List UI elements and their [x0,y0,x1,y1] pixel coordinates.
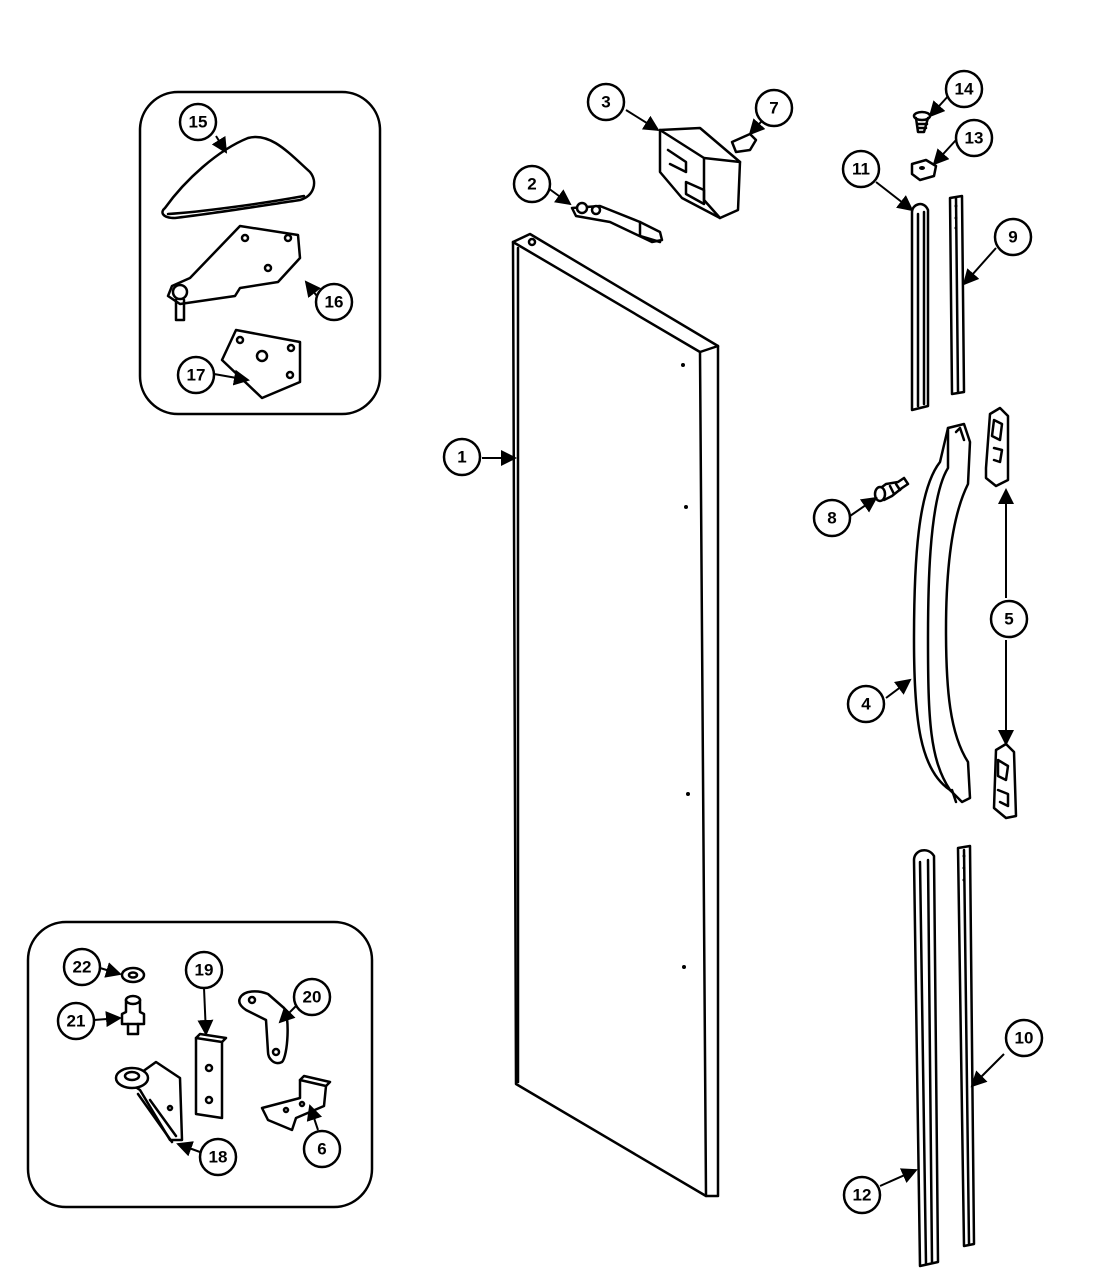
callout-11-label: 11 [852,160,870,179]
inset-hinge-top [138,90,382,416]
leader-lines [93,93,1014,1187]
callout-17-label: 17 [187,366,206,385]
part-11-upper-trim [910,202,930,412]
part-6-door-stop [260,1074,332,1132]
callout-6: 6 [302,1129,342,1169]
callout-14: 14 [944,69,984,109]
callout-20: 20 [292,977,332,1017]
callout-6-label: 6 [317,1140,326,1159]
callout-2-label: 2 [527,175,536,194]
callout-13: 13 [954,118,994,158]
part-5-handle-cap-bottom [992,742,1018,820]
callout-4-label: 4 [861,695,871,714]
callout-13-label: 13 [965,129,984,148]
callout-18: 18 [198,1137,238,1177]
part-8-screw [873,476,910,503]
part-18-bottom-hinge [114,1060,184,1144]
part-17-hinge-shim [220,328,302,400]
callout-3-label: 3 [601,93,610,112]
callout-5: 5 [989,599,1029,639]
callout-12-label: 12 [853,1186,872,1205]
part-12-lower-trim [912,848,940,1268]
callout-10-label: 10 [1015,1029,1034,1048]
callout-19: 19 [184,950,224,990]
part-21-hinge-pin [120,994,146,1036]
callout-22: 22 [62,947,102,987]
callout-4: 4 [846,684,886,724]
callout-17: 17 [176,355,216,395]
part-10-lower-strip [956,844,976,1248]
callout-19-label: 19 [195,961,214,980]
part-14-screw [912,110,932,134]
callout-5-label: 5 [1004,610,1013,629]
callout-20-label: 20 [303,988,322,1007]
part-16-hinge-plate [166,224,302,322]
callout-8-label: 8 [827,509,836,528]
part-22-washer [120,966,146,984]
callout-2: 2 [512,164,552,204]
callout-3: 3 [586,82,626,122]
callout-9-label: 9 [1008,228,1017,247]
callout-1: 1 [442,437,482,477]
part-2-hinge-bracket [570,201,664,244]
part-4-handle [912,422,972,804]
inset-hinge-bottom [26,920,374,1209]
callout-21: 21 [56,1001,96,1041]
part-3-end-cap [658,126,742,220]
callout-7: 7 [754,88,794,128]
part-13-trim-end [910,158,938,182]
callout-9: 9 [993,217,1033,257]
callout-8: 8 [812,498,852,538]
callout-10: 10 [1004,1018,1044,1058]
part-5-handle-cap-top [984,406,1010,488]
callout-15: 15 [178,102,218,142]
part-19-spacer-block [194,1032,228,1120]
callout-15-label: 15 [189,113,208,132]
callout-18-label: 18 [209,1148,228,1167]
callout-7-label: 7 [769,99,778,118]
part-15-hinge-cover [161,135,316,220]
callout-21-label: 21 [67,1012,86,1031]
callout-12: 12 [842,1175,882,1215]
callout-22-label: 22 [73,958,92,977]
callout-14-label: 14 [955,80,974,99]
callout-16-label: 16 [325,293,344,312]
callout-1-label: 1 [457,448,466,467]
callout-16: 16 [314,282,354,322]
part-7-clip [730,132,758,154]
callout-11: 11 [841,149,881,189]
part-20-bracket [238,990,289,1065]
part-9-upper-strip [948,194,966,396]
part-1-door-panel [511,232,720,1198]
